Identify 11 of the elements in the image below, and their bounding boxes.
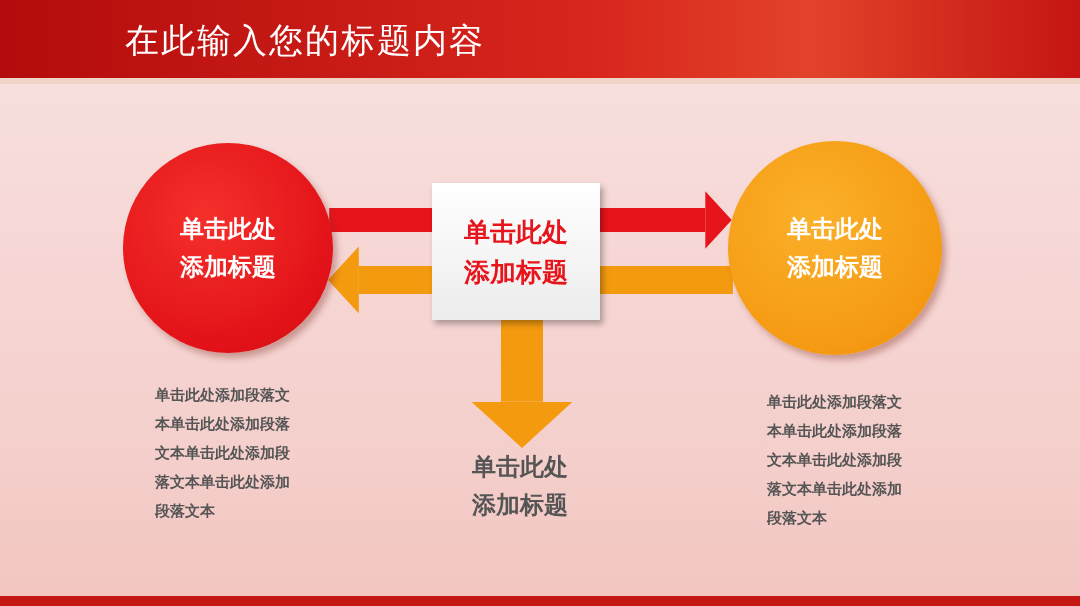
arrow (328, 246, 432, 314)
arrow (471, 320, 573, 448)
paragraph-text: 单击此处添加段落文本单击此处添加段落文本单击此处添加段落文本单击此处添加段落文本 (155, 385, 291, 522)
paragraph-text: 单击此处添加段落文本单击此处添加段落文本单击此处添加段落文本单击此处添加段落文本 (767, 392, 903, 529)
node-title: 单击此处添加标题 (786, 214, 884, 283)
node-title: 单击此处添加标题 (463, 215, 569, 289)
arrow (600, 191, 732, 249)
title-card (432, 183, 600, 320)
node-title: 单击此处添加标题 (179, 214, 277, 283)
slide-title: 在此输入您的标题内容 (125, 20, 485, 60)
heading-text: 单击此处添加标题 (465, 448, 575, 524)
